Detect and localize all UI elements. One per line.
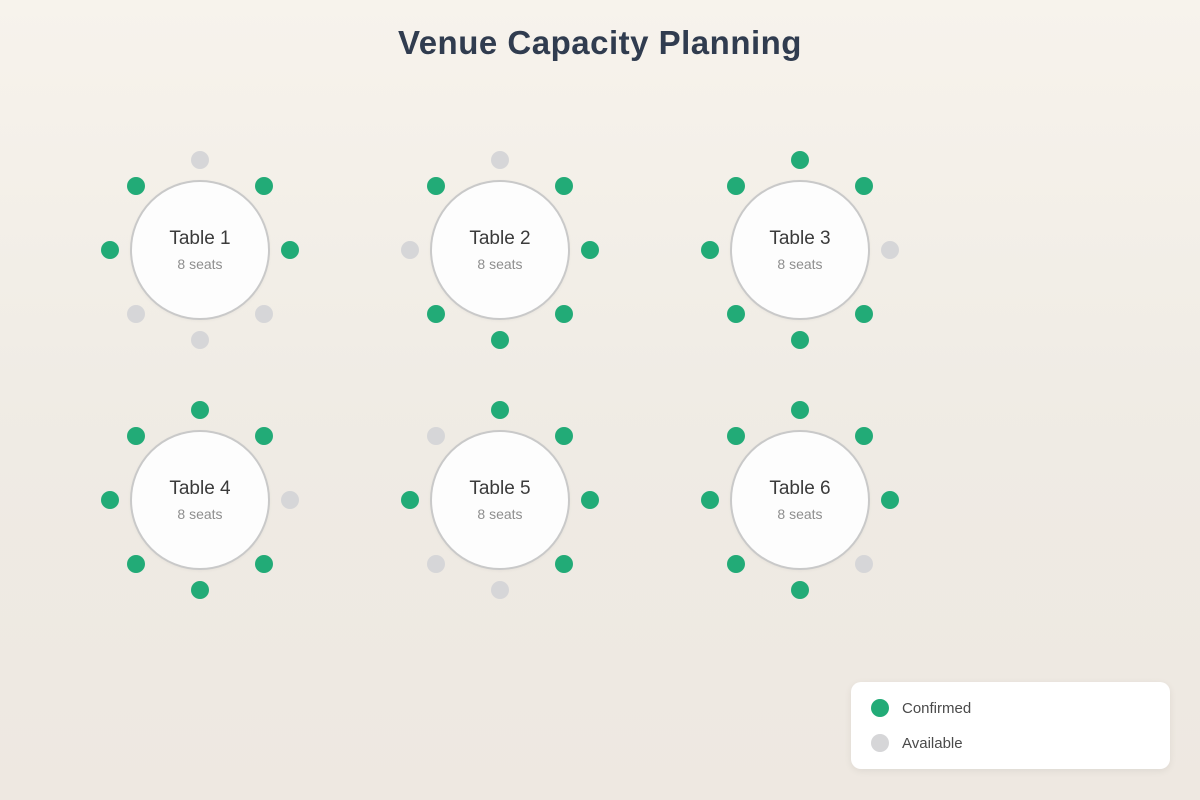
- page-title: Venue Capacity Planning: [398, 24, 802, 61]
- seat-bottom-confirmed[interactable]: [191, 581, 209, 599]
- seat-top-confirmed[interactable]: [791, 151, 809, 169]
- legend-item: Available: [871, 734, 1170, 752]
- table[interactable]: Table 4 8 seats: [130, 430, 270, 570]
- table-name: Table 5: [469, 478, 531, 500]
- seat-bottom-confirmed[interactable]: [791, 581, 809, 599]
- seat-bottom-right-confirmed[interactable]: [854, 304, 873, 323]
- table-capacity: 8 seats: [477, 255, 523, 272]
- table[interactable]: Table 5 8 seats: [430, 430, 570, 570]
- seat-top-right-confirmed[interactable]: [254, 427, 273, 446]
- legend-seat-dot-icon: [871, 699, 889, 717]
- seat-right-confirmed[interactable]: [281, 241, 299, 259]
- legend: Confirmed Available: [851, 682, 1170, 769]
- seat-bottom-right-available[interactable]: [254, 304, 273, 323]
- table[interactable]: Table 2 8 seats: [430, 180, 570, 320]
- seat-left-confirmed[interactable]: [401, 491, 419, 509]
- table-name: Table 3: [769, 228, 831, 250]
- seat-top-right-confirmed[interactable]: [254, 177, 273, 196]
- seat-right-confirmed[interactable]: [881, 491, 899, 509]
- seat-right-confirmed[interactable]: [581, 241, 599, 259]
- table[interactable]: Table 3 8 seats: [730, 180, 870, 320]
- seat-bottom-right-confirmed[interactable]: [554, 554, 573, 573]
- seat-bottom-left-confirmed[interactable]: [127, 554, 146, 573]
- seat-bottom-left-confirmed[interactable]: [727, 304, 746, 323]
- seat-top-available[interactable]: [191, 151, 209, 169]
- seat-top-left-confirmed[interactable]: [727, 427, 746, 446]
- seat-right-available[interactable]: [881, 241, 899, 259]
- table-name: Table 1: [169, 228, 231, 250]
- seat-top-available[interactable]: [491, 151, 509, 169]
- seat-bottom-right-confirmed[interactable]: [254, 554, 273, 573]
- seat-top-confirmed[interactable]: [491, 401, 509, 419]
- seat-left-confirmed[interactable]: [101, 491, 119, 509]
- seat-top-left-confirmed[interactable]: [427, 177, 446, 196]
- seat-bottom-confirmed[interactable]: [491, 331, 509, 349]
- table-capacity: 8 seats: [177, 505, 223, 522]
- seat-left-confirmed[interactable]: [101, 241, 119, 259]
- legend-item-label: Available: [902, 734, 963, 752]
- table-capacity: 8 seats: [777, 255, 823, 272]
- seat-bottom-left-confirmed[interactable]: [727, 554, 746, 573]
- legend-item-label: Confirmed: [902, 699, 972, 717]
- seat-top-right-confirmed[interactable]: [854, 427, 873, 446]
- seat-left-confirmed[interactable]: [701, 491, 719, 509]
- seat-bottom-right-available[interactable]: [854, 554, 873, 573]
- table[interactable]: Table 1 8 seats: [130, 180, 270, 320]
- seat-left-confirmed[interactable]: [701, 241, 719, 259]
- seat-bottom-right-confirmed[interactable]: [554, 304, 573, 323]
- seat-bottom-left-available[interactable]: [427, 554, 446, 573]
- seat-top-left-confirmed[interactable]: [727, 177, 746, 196]
- legend-items: Confirmed Available: [871, 699, 1170, 752]
- table-name: Table 2: [469, 228, 531, 250]
- seat-bottom-available[interactable]: [191, 331, 209, 349]
- table-capacity: 8 seats: [777, 505, 823, 522]
- seat-bottom-confirmed[interactable]: [791, 331, 809, 349]
- legend-seat-dot-icon: [871, 734, 889, 752]
- seat-bottom-available[interactable]: [491, 581, 509, 599]
- table-capacity: 8 seats: [477, 505, 523, 522]
- seat-right-available[interactable]: [281, 491, 299, 509]
- seat-bottom-left-confirmed[interactable]: [427, 304, 446, 323]
- seat-top-confirmed[interactable]: [191, 401, 209, 419]
- seat-top-right-confirmed[interactable]: [554, 427, 573, 446]
- seat-left-available[interactable]: [401, 241, 419, 259]
- table[interactable]: Table 6 8 seats: [730, 430, 870, 570]
- table-name: Table 6: [769, 478, 831, 500]
- seat-top-confirmed[interactable]: [791, 401, 809, 419]
- seat-bottom-left-available[interactable]: [127, 304, 146, 323]
- seat-top-right-confirmed[interactable]: [854, 177, 873, 196]
- seat-top-left-confirmed[interactable]: [127, 177, 146, 196]
- legend-item: Confirmed: [871, 699, 1170, 717]
- table-capacity: 8 seats: [177, 255, 223, 272]
- seat-right-confirmed[interactable]: [581, 491, 599, 509]
- table-name: Table 4: [169, 478, 231, 500]
- seat-top-right-confirmed[interactable]: [554, 177, 573, 196]
- seat-top-left-confirmed[interactable]: [127, 427, 146, 446]
- seat-top-left-available[interactable]: [427, 427, 446, 446]
